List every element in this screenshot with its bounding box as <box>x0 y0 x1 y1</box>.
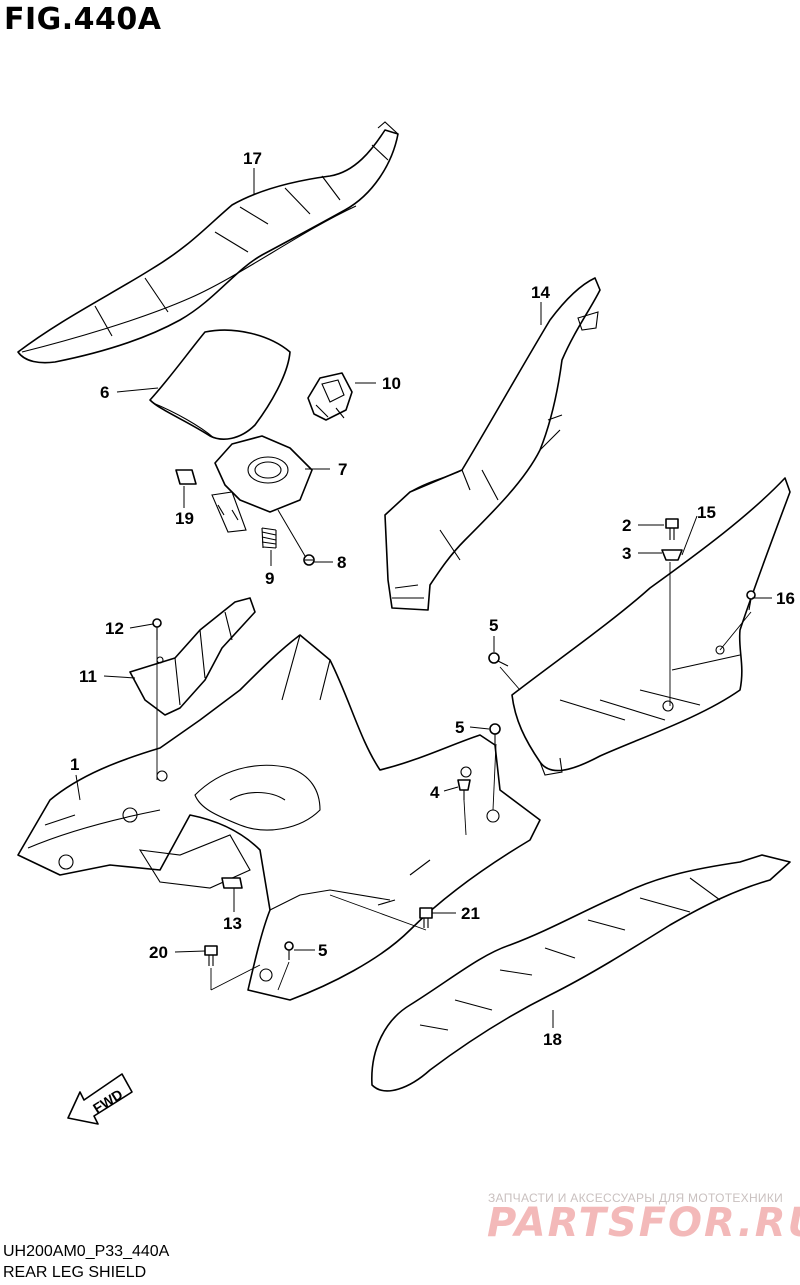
part-16-screw[interactable] <box>746 590 756 611</box>
callout-16: 16 <box>776 589 795 608</box>
part-19-rubber-block[interactable] <box>175 469 197 485</box>
figure-name: REAR LEG SHIELD <box>3 1264 147 1281</box>
callout-5a: 5 <box>489 616 498 635</box>
callout-18: 18 <box>543 1030 562 1049</box>
part-21-bolt[interactable] <box>419 907 433 928</box>
part-7-lid[interactable] <box>211 435 313 533</box>
callout-6: 6 <box>100 383 109 402</box>
fwd-arrow-icon: FWD <box>67 1073 133 1125</box>
part-5-screw-a[interactable] <box>488 652 509 667</box>
part-4-rivet[interactable] <box>457 779 471 800</box>
figure-code: UH200AM0_P33_440A <box>3 1243 170 1260</box>
callout-20: 20 <box>149 943 168 962</box>
callout-9: 9 <box>265 569 274 588</box>
callout-4: 4 <box>430 783 440 802</box>
part-1-rear-leg-shield[interactable] <box>17 634 541 1001</box>
assembly-lines <box>156 562 752 991</box>
part-9-spring[interactable] <box>261 527 277 549</box>
callout-15: 15 <box>697 503 716 522</box>
callout-3: 3 <box>622 544 631 563</box>
part-8-screw[interactable] <box>303 554 315 566</box>
callout-19: 19 <box>175 509 194 528</box>
part-3-grommet[interactable] <box>661 549 683 561</box>
callout-8: 8 <box>337 553 346 572</box>
callout-11: 11 <box>79 667 97 686</box>
part-6-floor-pad[interactable] <box>149 329 291 440</box>
part-17-mat-upper[interactable] <box>17 121 399 364</box>
part-14-side-cover[interactable] <box>384 277 601 611</box>
watermark-caption: ЗАПЧАСТИ И АКСЕССУАРЫ ДЛЯ МОТОТЕХНИКИ <box>488 1191 784 1205</box>
callout-17: 17 <box>243 149 262 168</box>
part-12-screw[interactable] <box>152 618 162 640</box>
callout-14: 14 <box>531 283 550 302</box>
callout-13: 13 <box>223 914 242 933</box>
callout-1: 1 <box>70 755 79 774</box>
callout-5b: 5 <box>455 718 464 737</box>
part-11-bracket[interactable] <box>129 597 256 716</box>
part-5-screw-c[interactable] <box>284 941 294 960</box>
part-5-screw-b[interactable] <box>489 723 501 744</box>
callout-2: 2 <box>622 516 631 535</box>
callout-5c: 5 <box>318 941 327 960</box>
callout-21: 21 <box>461 904 480 923</box>
callout-10: 10 <box>382 374 401 393</box>
part-13-clip[interactable] <box>221 877 243 889</box>
part-18-mat-lower[interactable] <box>371 854 791 1092</box>
leader-lines <box>75 168 772 1028</box>
figure-title: FIG.440A <box>4 2 162 37</box>
part-10-bracket[interactable] <box>307 372 353 421</box>
callout-12: 12 <box>105 619 124 638</box>
callout-7: 7 <box>338 460 347 479</box>
watermark-logo: PARTSFOR.RU <box>487 1200 800 1246</box>
part-2-bolt[interactable] <box>665 518 679 540</box>
part-20-bolt[interactable] <box>204 945 218 966</box>
part-15-right-panel[interactable] <box>511 477 791 776</box>
